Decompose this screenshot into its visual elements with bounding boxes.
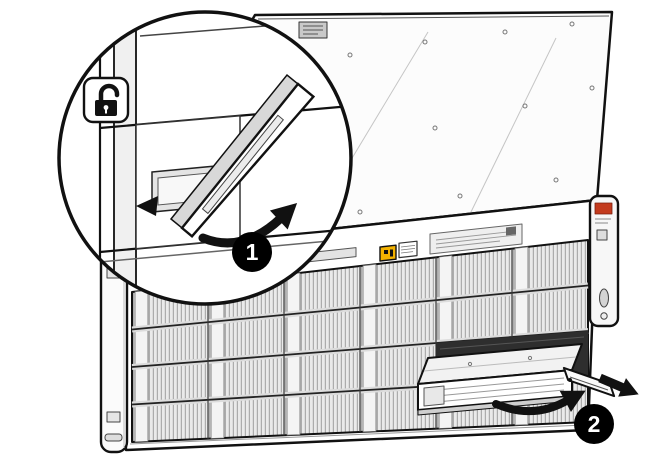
latch-press-arrow — [136, 196, 158, 216]
callout-step-2-label: 2 — [588, 411, 601, 437]
unlock-icon — [82, 76, 130, 124]
warning-label — [379, 244, 397, 262]
callout-step-1: 1 — [232, 232, 272, 272]
pull-out-arrow — [598, 373, 639, 397]
drive-latch-button — [423, 385, 445, 407]
info-label-small — [398, 240, 418, 259]
magnified-release-lever — [169, 73, 316, 238]
zoom-circle-border — [57, 10, 353, 306]
zoom-detail-circle: 1 — [57, 10, 353, 306]
extracted-disk-drive — [417, 343, 616, 416]
serial-label — [298, 21, 328, 39]
ear-red-label — [594, 202, 613, 215]
product-label-wide — [429, 223, 523, 255]
drive-release-lever — [562, 366, 616, 398]
lever-rotate-arrow — [492, 390, 586, 416]
callout-step-1-label: 1 — [246, 239, 259, 265]
right-rack-ear — [588, 194, 620, 328]
callout-step-2: 2 — [574, 404, 614, 444]
